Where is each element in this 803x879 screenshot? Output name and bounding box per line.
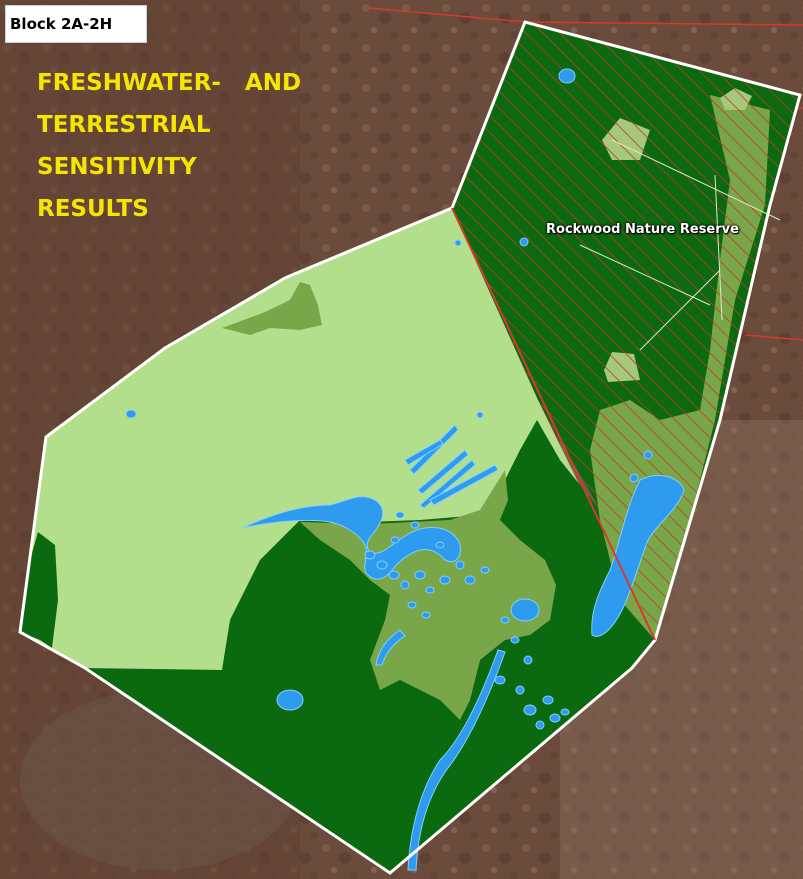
medium-sensitivity-patch bbox=[222, 282, 322, 335]
project-boundary bbox=[18, 20, 802, 875]
map-title-line-3: SENSITIVITY bbox=[37, 154, 197, 180]
block-label: Block 2A-2H bbox=[5, 5, 147, 43]
map-title-line-2: TERRESTRIAL bbox=[37, 112, 211, 138]
reserve-inner-boundary bbox=[451, 207, 656, 641]
reserve-label: Rockwood Nature Reserve bbox=[546, 222, 739, 237]
freshwater-features bbox=[125, 68, 685, 871]
map-title-line-1: FRESHWATER- AND bbox=[37, 70, 302, 96]
map-title-line-4: RESULTS bbox=[37, 196, 149, 222]
map-title: FRESHWATER- AND TERRESTRIAL SENSITIVITY … bbox=[37, 62, 337, 230]
